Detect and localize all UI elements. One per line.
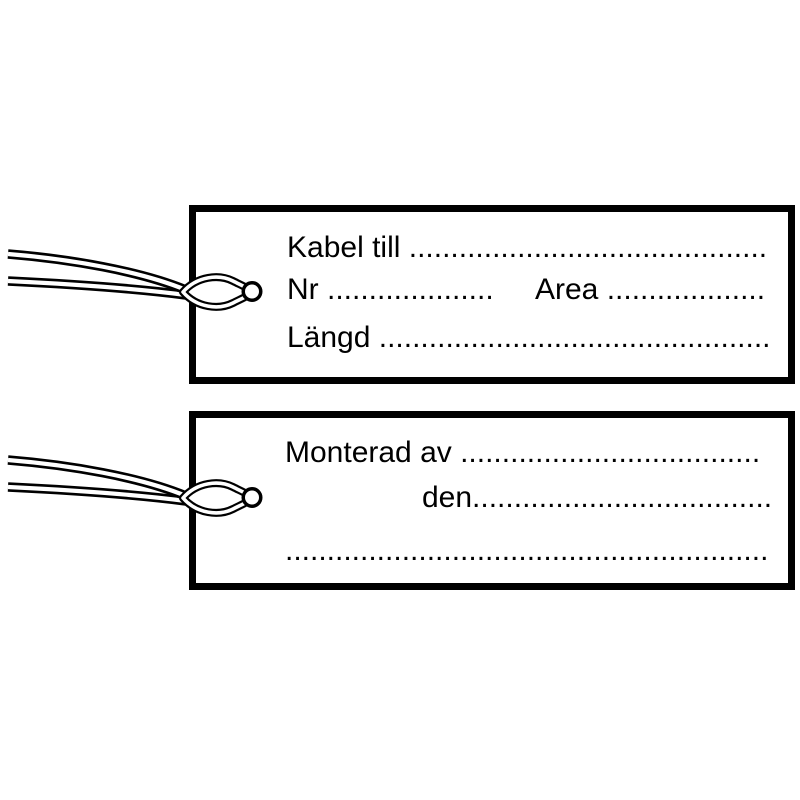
cord-upper-icon: [7, 249, 188, 295]
field-kabel-till: Kabel till .............................…: [287, 231, 768, 264]
field-area: Area ...................: [535, 273, 766, 306]
cord-upper-icon: [7, 455, 188, 501]
field-blank-line: ........................................…: [285, 534, 769, 567]
field-den: den....................................: [422, 481, 773, 514]
cord-lower-icon: [7, 276, 187, 300]
field-nr: Nr ....................: [287, 273, 494, 306]
field-langd: Längd ..................................…: [287, 321, 771, 354]
field-monterad-av: Monterad av ............................…: [285, 436, 761, 469]
cable-tag-back: Monterad av ............................…: [189, 411, 795, 590]
cord-lower-icon: [7, 482, 187, 506]
cable-tag-front: Kabel till .............................…: [189, 205, 795, 384]
